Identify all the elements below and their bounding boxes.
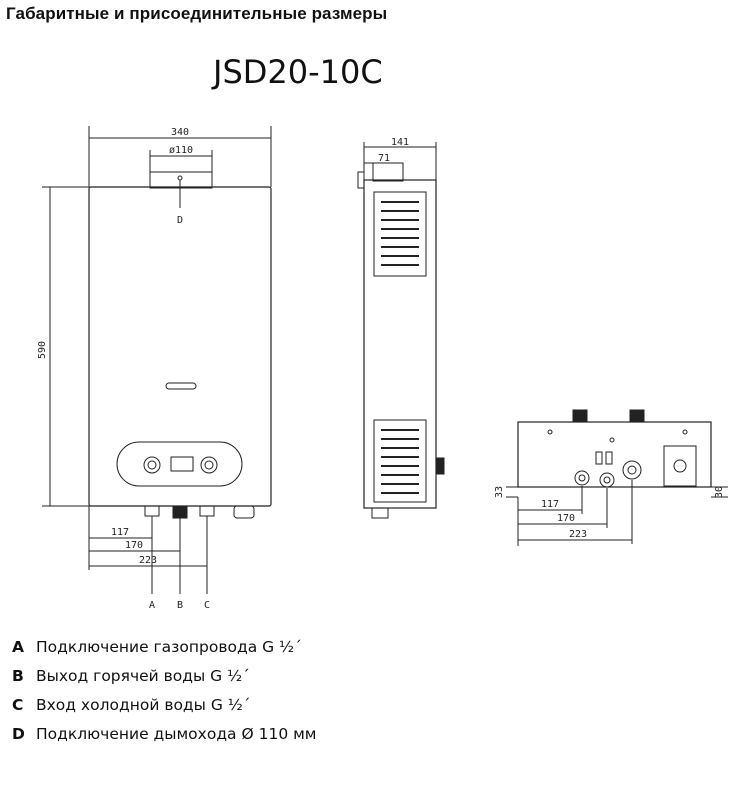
- side-offset-label: 71: [378, 153, 390, 164]
- front-width-label: 340: [171, 127, 189, 138]
- left-knob: [143, 456, 161, 474]
- bottom-connector-c: [622, 460, 642, 480]
- front-dim-117: 117: [111, 527, 129, 538]
- side-connector: [371, 507, 389, 519]
- connector-b: [172, 505, 188, 519]
- display-window: [170, 456, 194, 472]
- side-view: [357, 142, 445, 519]
- connector-c-label: C: [204, 600, 210, 611]
- bottom-dim-117: 117: [541, 499, 559, 510]
- flue-port-label: D: [177, 215, 183, 226]
- side-flue-collar: [372, 162, 404, 182]
- control-panel: [116, 441, 243, 487]
- flue-collar: [149, 171, 213, 189]
- bottom-left-height-label: 33: [494, 486, 505, 498]
- front-height-label: 590: [37, 341, 48, 359]
- front-dim-223: 223: [139, 555, 157, 566]
- front-dim-170: 170: [125, 540, 143, 551]
- front-grille: [165, 382, 197, 390]
- bottom-vent-frame: [373, 419, 427, 503]
- top-vent-frame: [373, 191, 427, 277]
- flue-port-marker: [177, 175, 183, 181]
- connector-a: [144, 505, 160, 517]
- bottom-view: [506, 409, 728, 546]
- heater-body-bottom: [517, 421, 712, 488]
- front-view: [42, 126, 272, 594]
- vent-slats: [381, 201, 419, 494]
- page-title: Габаритные и присоединительные размеры: [6, 4, 388, 23]
- side-depth-label: 141: [391, 137, 409, 148]
- flue-diameter-label: ø110: [169, 145, 193, 156]
- bottom-right-height-label: 30: [714, 486, 725, 498]
- connector-c: [199, 505, 215, 517]
- drain-fitting: [233, 505, 255, 519]
- heater-body-front: [88, 186, 272, 507]
- model-name: JSD20-10C: [213, 53, 383, 91]
- bottom-connector-a: [574, 470, 590, 486]
- bottom-dim-170: 170: [557, 513, 575, 524]
- connector-a-label: A: [149, 600, 155, 611]
- bottom-dim-223: 223: [569, 529, 587, 540]
- battery-compartment: [663, 445, 697, 487]
- heater-body-side: [363, 179, 437, 509]
- connector-b-label: B: [177, 600, 183, 611]
- bottom-connector-b: [599, 472, 615, 488]
- right-knob: [200, 456, 218, 474]
